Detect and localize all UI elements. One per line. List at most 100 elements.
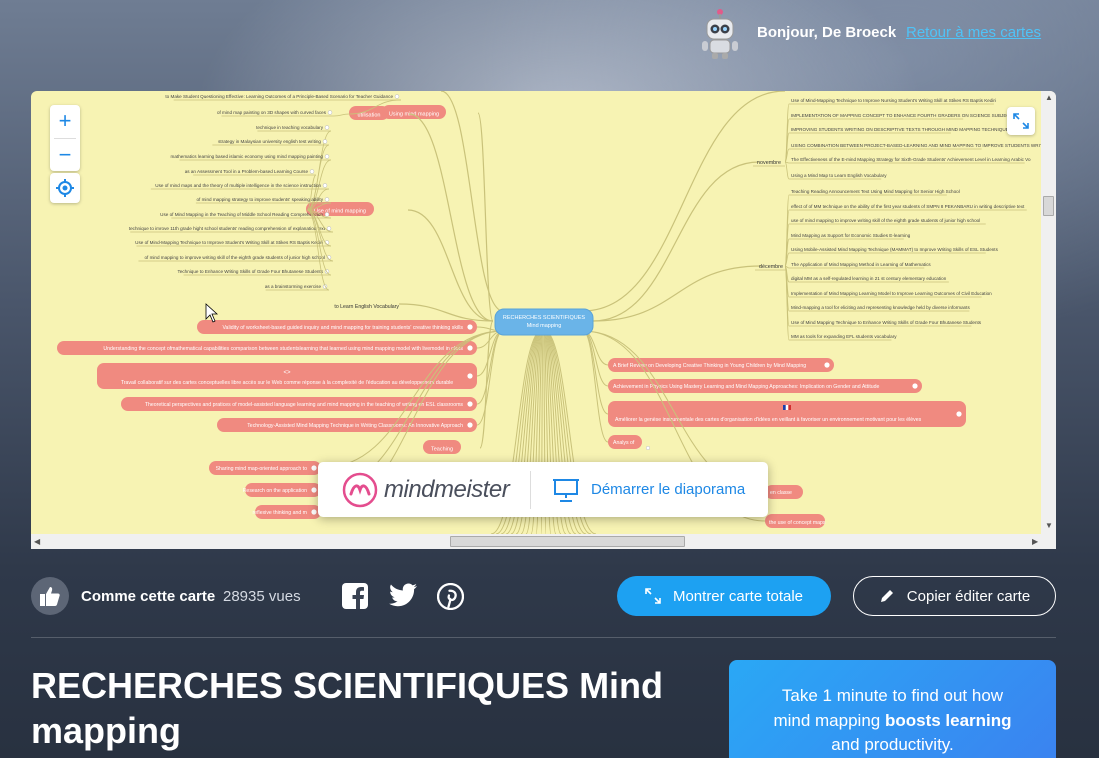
connector-line <box>784 252 790 267</box>
connector-line <box>542 328 552 534</box>
branch-node[interactable] <box>306 202 374 216</box>
facebook-icon[interactable] <box>342 583 368 609</box>
leaf-text: of mind mapping strategy to improve stud… <box>196 197 323 202</box>
scroll-up-arrow-icon[interactable]: ▲ <box>1045 93 1053 102</box>
topic-label: reflexive thinking and m <box>253 510 308 516</box>
vertical-scroll-thumb[interactable] <box>1043 196 1054 216</box>
start-slideshow-label: Démarrer le diaporama <box>591 481 746 498</box>
mindmeister-logo[interactable]: mindmeister <box>318 472 530 508</box>
scroll-right-arrow-icon[interactable]: ▶ <box>1032 537 1039 546</box>
topic-label: Understanding the concept ofmathematical… <box>103 346 463 352</box>
leaf-note-icon[interactable] <box>327 110 333 115</box>
connector-line <box>520 328 544 534</box>
zoom-controls: + − <box>50 105 80 171</box>
connector-line <box>542 328 557 534</box>
leaf-note-icon[interactable] <box>324 197 330 202</box>
note-icon[interactable] <box>467 401 473 407</box>
note-icon[interactable] <box>956 411 962 417</box>
topic-node[interactable] <box>197 320 477 334</box>
copy-edit-map-button[interactable]: Copier éditer carte <box>853 576 1056 616</box>
leaf-note-icon[interactable] <box>324 212 330 217</box>
connector-line <box>495 328 544 534</box>
connector-line <box>542 328 577 534</box>
note-icon[interactable] <box>912 383 918 389</box>
note-icon[interactable] <box>467 373 473 379</box>
connector-line <box>784 265 790 341</box>
flag-fr-blue <box>783 405 786 410</box>
connector-line <box>542 328 587 534</box>
zoom-in-button[interactable]: + <box>58 108 72 133</box>
scroll-down-arrow-icon[interactable]: ▼ <box>1045 521 1053 530</box>
mindmeister-banner: mindmeister Démarrer le diaporama <box>318 462 768 517</box>
note-icon[interactable] <box>311 465 317 471</box>
topic-node[interactable] <box>245 483 321 497</box>
leaf-note-icon[interactable] <box>309 169 315 174</box>
note-icon[interactable] <box>467 324 473 330</box>
topic-node[interactable] <box>209 461 321 475</box>
leaf-note-icon[interactable] <box>324 125 330 130</box>
note-icon[interactable] <box>311 509 317 515</box>
horizontal-scrollbar[interactable]: ◀ ▶ <box>31 534 1056 549</box>
branch-node[interactable] <box>423 440 461 454</box>
topic-node[interactable] <box>608 401 966 427</box>
horizontal-scroll-thumb[interactable] <box>450 536 685 547</box>
topic-node[interactable] <box>255 505 321 519</box>
note-icon[interactable] <box>467 422 473 428</box>
branch-node[interactable] <box>382 105 446 119</box>
back-to-maps-link[interactable]: Retour à mes cartes <box>906 24 1042 41</box>
twitter-icon[interactable] <box>389 583 417 607</box>
zoom-separator <box>54 138 76 139</box>
connector-line <box>542 328 567 534</box>
connector-line <box>540 328 544 534</box>
promo-card[interactable]: Take 1 minute to find out how mind mappi… <box>729 660 1056 758</box>
pinterest-icon[interactable] <box>437 583 464 610</box>
leaf-text: use of mind mapping to improve writing s… <box>791 218 980 223</box>
leaf-note-icon[interactable] <box>322 139 328 144</box>
branch-node[interactable] <box>349 106 389 120</box>
start-slideshow-button[interactable]: Démarrer le diaporama <box>531 477 745 503</box>
scroll-left-arrow-icon[interactable]: ◀ <box>34 537 41 546</box>
leaf-text: Use of mind maps and the theory of multi… <box>155 183 321 188</box>
leaf-text: Mind-mapping a tool for eliciting and re… <box>791 305 970 310</box>
leaf-text: Use of Mind-Mapping Technique to Improve… <box>791 98 996 103</box>
connector-line <box>306 144 330 211</box>
zoom-out-button[interactable]: − <box>58 142 72 167</box>
topic-node[interactable] <box>121 397 477 411</box>
leaf-note-icon[interactable] <box>322 183 328 188</box>
leaf-text: Use of Mind Mapping Technique to Enhance… <box>791 320 982 325</box>
promo-line-1: Take 1 minute to find out how <box>781 686 1004 705</box>
branch-label: décembre <box>759 264 783 270</box>
note-icon[interactable] <box>467 345 473 351</box>
central-topic-node[interactable] <box>494 308 594 336</box>
leaf-note-icon[interactable] <box>324 154 330 159</box>
note-icon[interactable] <box>824 362 830 368</box>
show-full-map-button[interactable]: Montrer carte totale <box>617 576 831 616</box>
leaf-note-icon[interactable] <box>326 226 332 231</box>
target-icon <box>56 179 74 197</box>
topic-node[interactable] <box>57 341 477 355</box>
topic-node[interactable] <box>608 358 834 372</box>
topic-node[interactable] <box>765 485 803 499</box>
note-icon[interactable] <box>311 487 317 493</box>
topic-node[interactable] <box>608 435 642 449</box>
topic-label: Sharing mind map-oriented approach to <box>216 466 308 472</box>
like-button[interactable] <box>31 577 69 615</box>
vertical-scrollbar[interactable]: ▲ ▼ <box>1041 91 1056 535</box>
connector-line <box>542 328 592 534</box>
leaf-text: technique to imrove 11th grade hight sch… <box>129 226 326 231</box>
connector-line <box>490 328 544 534</box>
leaf-text: as a brainstorming exercise <box>265 284 322 289</box>
topic-node[interactable] <box>608 379 922 393</box>
like-label[interactable]: Comme cette carte <box>81 588 216 605</box>
center-map-button[interactable] <box>50 173 80 203</box>
leaf-note-icon[interactable] <box>394 94 400 99</box>
topic-node[interactable] <box>97 363 477 389</box>
fullscreen-button[interactable] <box>1007 107 1035 135</box>
topic-label: Analys of <box>613 440 635 446</box>
thumbs-up-icon <box>40 587 60 606</box>
topic-node[interactable] <box>765 514 825 528</box>
connector-line <box>510 328 544 534</box>
copy-edit-map-label: Copier éditer carte <box>906 587 1031 605</box>
